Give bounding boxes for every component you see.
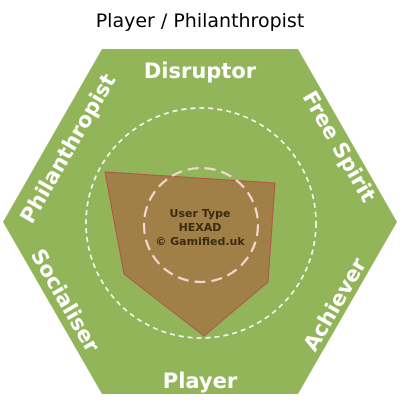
outer-guide-ring [85, 107, 317, 339]
center-text-user-type: User Type [170, 207, 231, 220]
inner-guide-ring [142, 166, 260, 284]
type-profile-area [104, 171, 276, 337]
center-text-copyright: © Gamified.uk [155, 235, 245, 248]
label-disruptor: Disruptor [144, 59, 257, 83]
center-text-hexad: HEXAD [179, 221, 222, 234]
page-title: Player / Philanthropist [95, 10, 305, 32]
label-player: Player [163, 369, 238, 393]
